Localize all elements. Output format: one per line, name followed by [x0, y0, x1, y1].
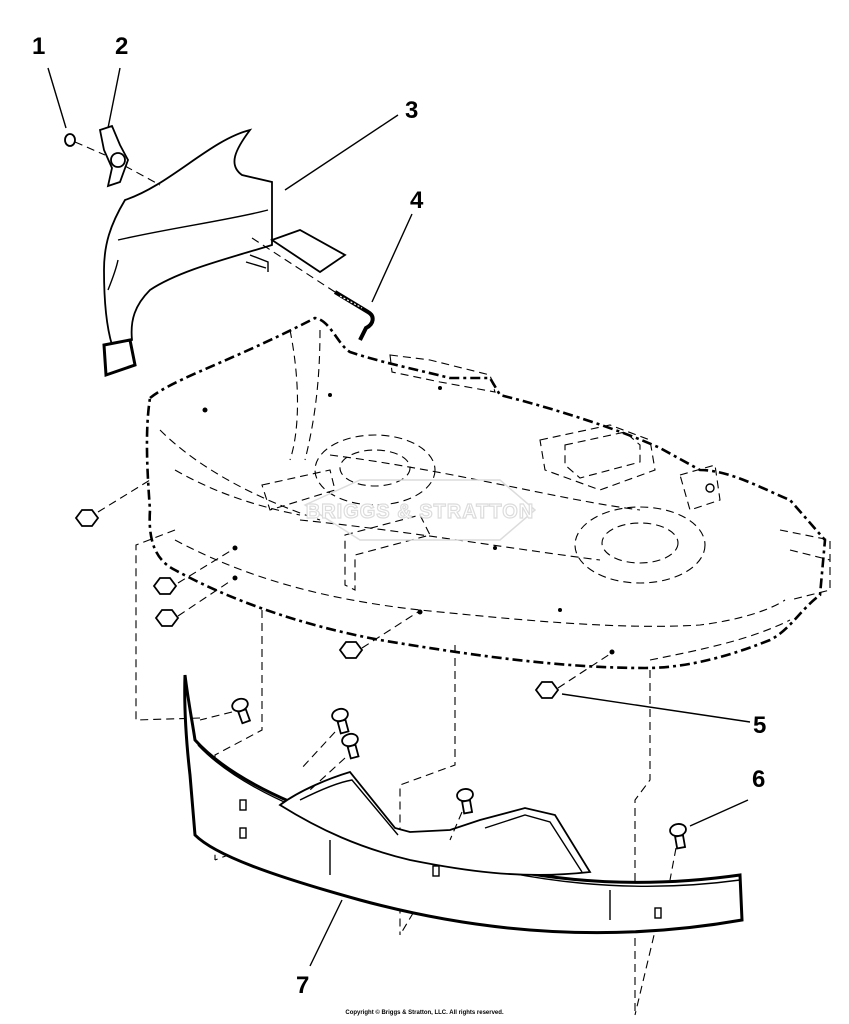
callout-labels: 1 2 3 4 5 6 7	[32, 33, 766, 999]
washer	[64, 133, 76, 147]
callout-3: 3	[405, 97, 418, 124]
leader-lines	[47, 67, 751, 967]
bolts	[199, 697, 687, 881]
wing-nut	[98, 124, 129, 188]
copyright-notice: Copyright © Briggs & Stratton, LLC. All …	[345, 1010, 504, 1016]
front-baffle	[183, 674, 744, 935]
deflector-shield	[102, 128, 347, 378]
callout-2: 2	[115, 33, 128, 60]
deck-nuts	[74, 479, 611, 699]
callout-1: 1	[32, 33, 45, 60]
callout-7: 7	[296, 972, 309, 999]
brand-watermark: BRIGGS & STRATTON	[303, 479, 537, 541]
callout-6: 6	[752, 766, 765, 793]
hinge-pin	[251, 237, 375, 341]
mower-deck	[145, 316, 831, 670]
callout-4: 4	[410, 187, 424, 214]
callout-5: 5	[753, 712, 766, 739]
watermark-text: BRIGGS & STRATTON	[306, 501, 534, 523]
